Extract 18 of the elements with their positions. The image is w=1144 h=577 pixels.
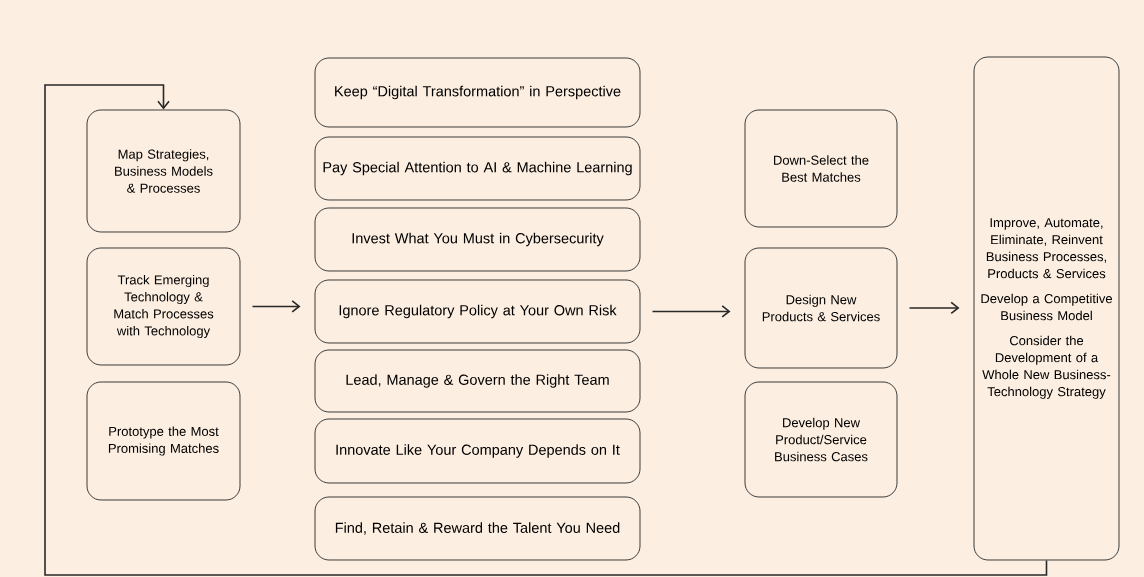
process-box: Innovate Like Your Company Depends on It xyxy=(314,418,641,484)
arrow xyxy=(251,300,301,313)
process-box: Down-Select the Best Matches xyxy=(744,109,898,228)
process-box: Pay Special Attention to AI & Machine Learning xyxy=(314,136,641,201)
process-box: Invest What You Must in Cybersecurity xyxy=(314,207,641,272)
arrow xyxy=(651,305,731,318)
arrow xyxy=(908,301,960,315)
process-box: Track Emerging Technology & Match Processes with Technology xyxy=(86,247,241,366)
process-box: Keep “Digital Transformation” in Perspective xyxy=(314,57,641,128)
process-box: Prototype the Most Promising Matches xyxy=(86,381,241,501)
arrow xyxy=(44,84,1048,576)
process-box: Find, Retain & Reward the Talent You Need xyxy=(314,496,641,561)
process-box: Improve, Automate, Eliminate, Reinvent Business Processes, Products & Services Develop a Competitive Business Model Consider the Development of a Whole New Business-Technology Strategy xyxy=(973,56,1120,561)
process-box: Ignore Regulatory Policy at Your Own Risk xyxy=(314,279,641,344)
process-box: Design New Products & Services xyxy=(744,247,898,369)
process-box: Develop New Product/Service Business Cases xyxy=(744,381,898,498)
process-box: Map Strategies, Business Models & Processes xyxy=(86,109,241,233)
process-box: Lead, Manage & Govern the Right Team xyxy=(314,349,641,413)
